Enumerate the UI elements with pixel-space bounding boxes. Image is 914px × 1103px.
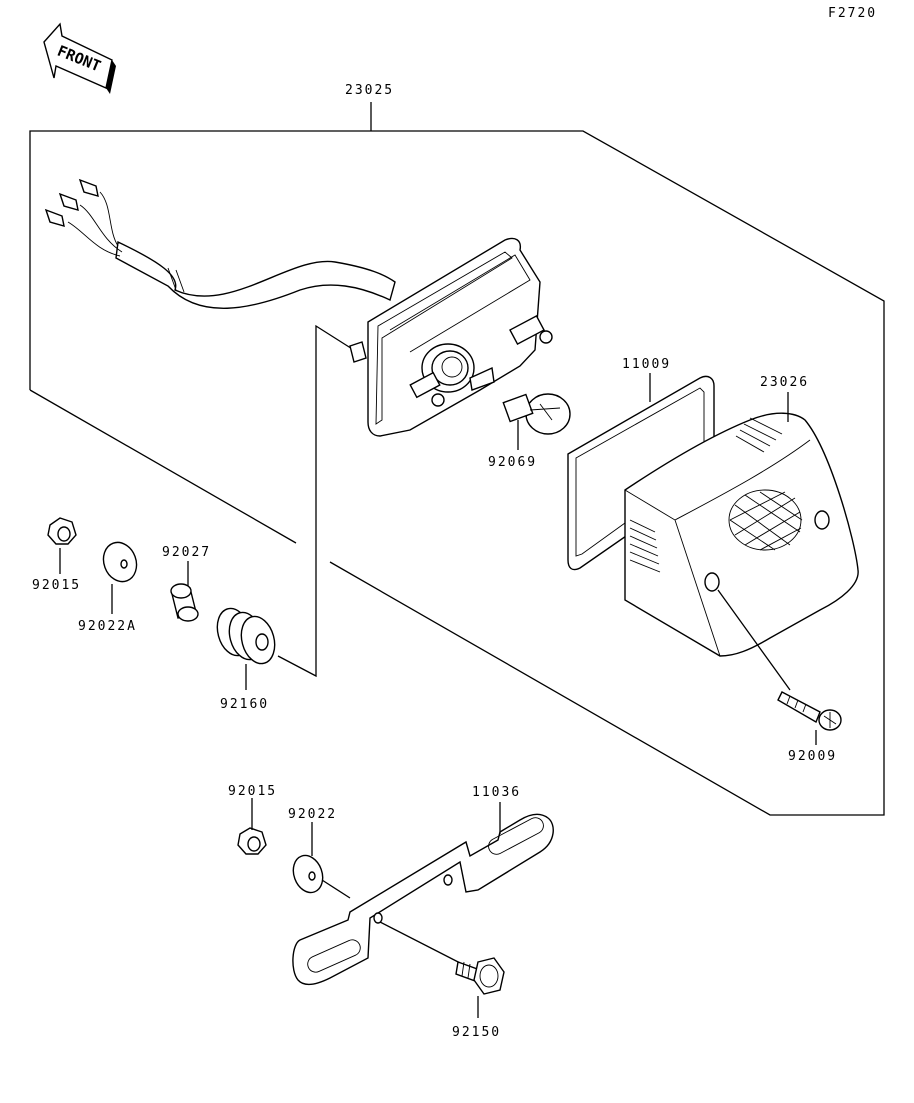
lens-cover <box>624 412 859 657</box>
figure-code: F2720 <box>828 6 877 21</box>
label-92022A: 92022A <box>78 619 137 634</box>
grommet-92160 <box>216 607 276 665</box>
label-92022: 92022 <box>288 807 337 822</box>
wire-harness <box>44 178 396 310</box>
label-23026: 23026 <box>760 375 809 390</box>
label-11036: 11036 <box>472 785 521 800</box>
label-23025: 23025 <box>345 83 394 98</box>
license-bracket <box>292 813 554 986</box>
washer-92022A <box>102 541 138 583</box>
label-92009: 92009 <box>788 749 837 764</box>
label-92160: 92160 <box>220 697 269 712</box>
bulb <box>502 393 571 435</box>
label-92150: 92150 <box>452 1025 501 1040</box>
bolt-92150 <box>455 957 505 995</box>
nut-92015-lower <box>237 827 267 855</box>
lamp-housing <box>349 237 553 437</box>
assembly-outline <box>29 102 885 816</box>
washer-92022 <box>292 854 324 894</box>
nut-92015-upper <box>47 517 77 545</box>
label-92015-upper: 92015 <box>32 578 81 593</box>
label-92027: 92027 <box>162 545 211 560</box>
collar-92027 <box>170 583 199 622</box>
front-arrow-icon: FRONT <box>43 22 116 94</box>
screw-92009 <box>777 691 842 731</box>
label-92015-lower: 92015 <box>228 784 277 799</box>
label-92069: 92069 <box>488 455 537 470</box>
label-11009: 11009 <box>622 357 671 372</box>
